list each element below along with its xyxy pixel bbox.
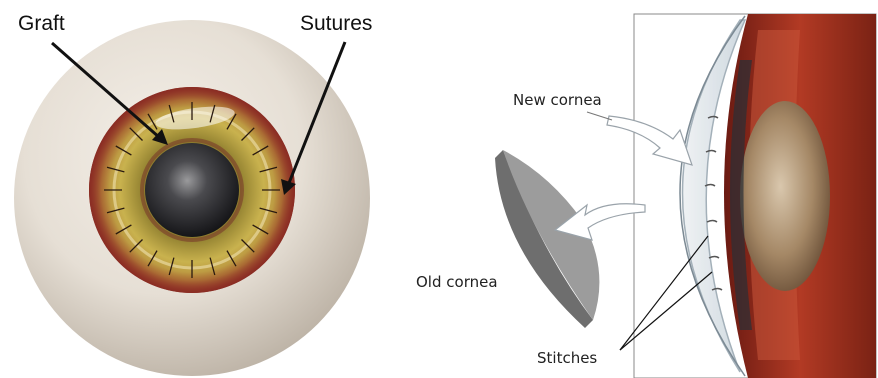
old-cornea-disc <box>495 150 599 328</box>
front-eye <box>14 20 370 376</box>
new-cornea-label: New cornea <box>513 91 602 109</box>
graft-label: Graft <box>18 12 65 36</box>
lens <box>740 101 830 291</box>
sutures-label: Sutures <box>300 12 372 36</box>
new-cornea-pointer-line <box>587 112 612 120</box>
stitches-label: Stitches <box>537 349 597 367</box>
old-cornea-label: Old cornea <box>416 273 498 291</box>
eye-cross-section <box>634 14 876 378</box>
pupil <box>145 143 239 237</box>
